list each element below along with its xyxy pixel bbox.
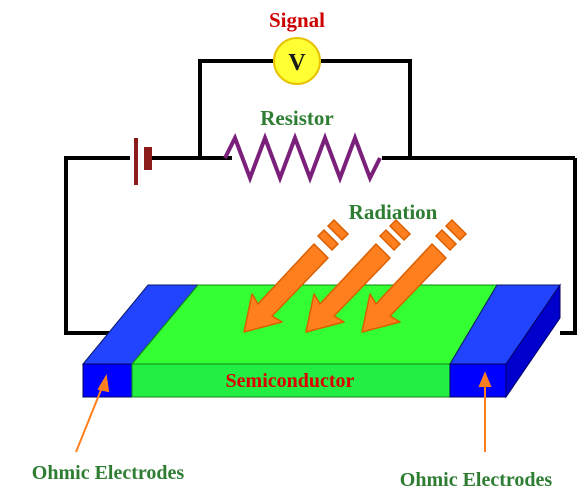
left-electrode-pointer bbox=[75, 384, 104, 453]
right-electrode-front bbox=[449, 363, 507, 398]
wire-right-loop bbox=[560, 158, 577, 335]
voltmeter-branch-wire-right bbox=[321, 59, 412, 158]
voltmeter-branch-wire bbox=[198, 59, 273, 158]
battery-icon bbox=[134, 138, 152, 185]
semiconductor-front bbox=[131, 363, 451, 398]
resistor-label: Resistor bbox=[260, 106, 333, 130]
wire-left-loop bbox=[64, 156, 140, 335]
signal-label: Signal bbox=[269, 8, 325, 32]
radiation-label: Radiation bbox=[349, 200, 438, 224]
voltmeter-icon: V bbox=[273, 37, 321, 85]
electrode-pointers bbox=[75, 371, 492, 453]
left-electrode-label: Ohmic Electrodes bbox=[32, 462, 185, 484]
circuit-wires bbox=[64, 59, 577, 335]
resistor-icon bbox=[223, 132, 382, 184]
left-pointer-head bbox=[97, 374, 110, 393]
voltmeter-symbol: V bbox=[288, 50, 306, 76]
semiconductor-label: Semiconductor bbox=[226, 370, 355, 392]
right-electrode-label: Ohmic Electrodes bbox=[400, 469, 553, 491]
right-pointer-head bbox=[478, 371, 492, 387]
